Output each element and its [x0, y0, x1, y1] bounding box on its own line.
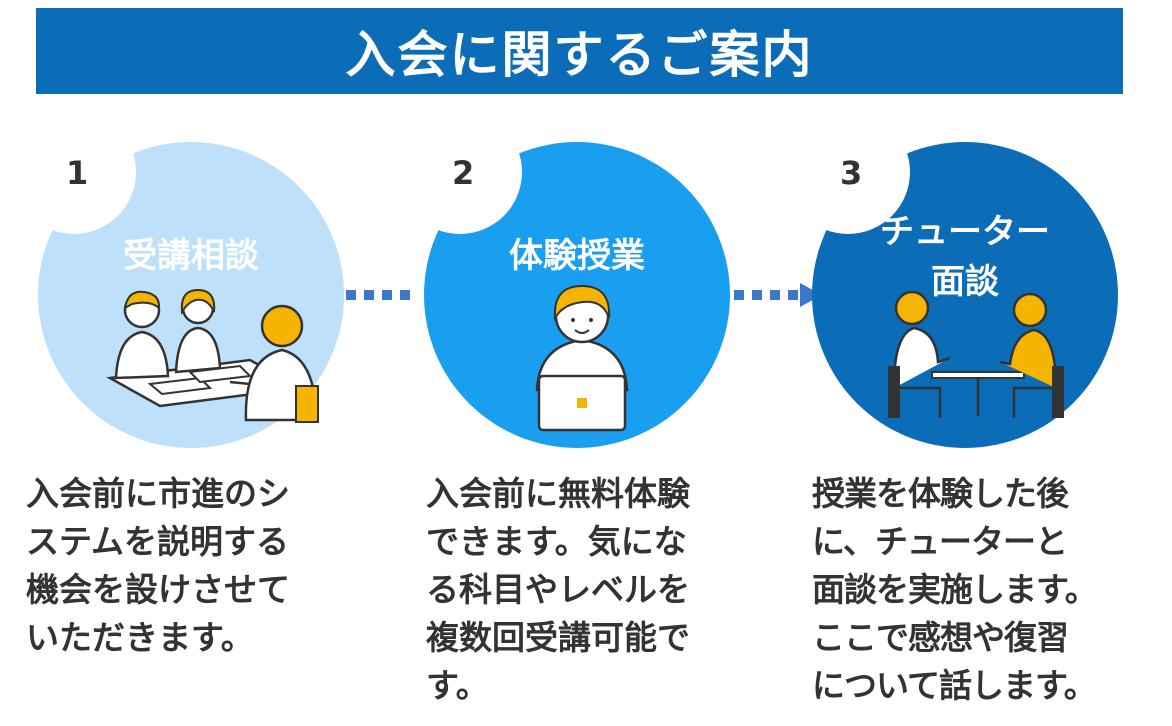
step-3-number: 3 [840, 154, 863, 192]
step-3-description-line: について話します。 [812, 666, 1097, 705]
step-2-description-line: 複数回受講可能で [426, 618, 690, 657]
banner-title: 入会に関するご案内 [345, 26, 814, 84]
step-2-description-line: る科目やレベルを [426, 570, 690, 609]
step-1-title: 受講相談 [123, 236, 259, 276]
step-1-description-line: ステムを説明する [26, 522, 290, 561]
step-2-description-line: す。 [426, 666, 489, 705]
step-1-description-line: 入会前に市進のシ [26, 474, 290, 513]
tutor-interview-illustration [888, 290, 1064, 418]
step-2-description: 入会前に無料体験 できます。気にな る科目やレベルを 複数回受講可能で す。 [426, 470, 690, 710]
connector-arrow-2 [734, 283, 822, 307]
step-1-number: 1 [66, 154, 89, 192]
step-2-description-line: できます。気にな [426, 522, 687, 561]
step-3-description-line: 面談を実施します。 [812, 570, 1098, 609]
step-3-title-line-1: チューター [880, 212, 1050, 252]
step-2-number: 2 [452, 154, 475, 192]
connector-dots-1 [346, 290, 410, 300]
step-2-title: 体験授業 [509, 236, 645, 276]
step-2-description-line: 入会前に無料体験 [426, 474, 690, 513]
step-2: 2 体験授業 [422, 140, 732, 450]
step-3-description: 授業を体験した後 に、チューターと 面談を実施します。 ここで感想や復習 につい… [812, 470, 1098, 710]
step-3-description-line: に、チューターと [812, 522, 1068, 561]
step-3: 3 チューター 面談 [810, 140, 1120, 450]
step-3-description-line: 授業を体験した後 [812, 474, 1069, 513]
step-1-description-line: 機会を設けさせて [26, 570, 290, 609]
step-1: 1 受講相談 [36, 140, 346, 450]
student-laptop-illustration [535, 284, 629, 432]
step-1-description-line: いただきます。 [26, 618, 254, 657]
step-3-title-line-2: 面談 [931, 262, 999, 302]
step-3-description-line: ここで感想や復習 [812, 618, 1069, 657]
step-1-description: 入会前に市進のシ ステムを説明する 機会を設けさせて いただきます。 [26, 470, 290, 662]
banner: 入会に関するご案内 [36, 8, 1123, 94]
consultation-people-illustration [106, 288, 319, 423]
